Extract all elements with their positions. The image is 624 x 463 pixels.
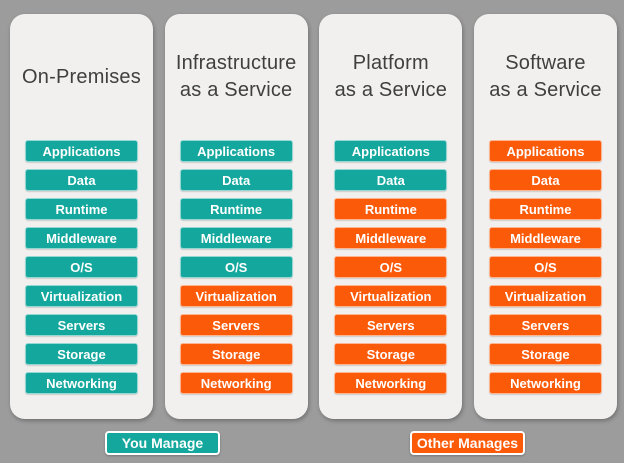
layer-chip-networking: Networking bbox=[334, 372, 448, 394]
layer-chip-servers: Servers bbox=[179, 314, 293, 336]
layer-chip-servers: Servers bbox=[334, 314, 448, 336]
layer-chip-data: Data bbox=[179, 169, 293, 191]
layer-chip-storage: Storage bbox=[179, 343, 293, 365]
column-title: Infrastructure as a Service bbox=[165, 14, 308, 140]
layer-chip-virtualization: Virtualization bbox=[334, 285, 448, 307]
layer-chip-networking: Networking bbox=[25, 372, 138, 394]
layer-chip-virtualization: Virtualization bbox=[179, 285, 293, 307]
column-title: Platform as a Service bbox=[319, 14, 462, 140]
layer-chip-applications: Applications bbox=[179, 140, 293, 162]
layer-chip-middleware: Middleware bbox=[25, 227, 138, 249]
layer-chip-servers: Servers bbox=[25, 314, 138, 336]
layer-chip-data: Data bbox=[488, 169, 602, 191]
layer-chip-runtime: Runtime bbox=[179, 198, 293, 220]
legend-you-manage: You Manage bbox=[105, 431, 220, 455]
layer-chip-storage: Storage bbox=[488, 343, 602, 365]
layer-chip-o-s: O/S bbox=[488, 256, 602, 278]
layer-chip-o-s: O/S bbox=[179, 256, 293, 278]
layer-chip-virtualization: Virtualization bbox=[488, 285, 602, 307]
layer-chip-middleware: Middleware bbox=[488, 227, 602, 249]
layer-chip-storage: Storage bbox=[25, 343, 138, 365]
layer-chip-runtime: Runtime bbox=[334, 198, 448, 220]
layer-chip-applications: Applications bbox=[334, 140, 448, 162]
layer-chip-servers: Servers bbox=[488, 314, 602, 336]
column-title-line: as a Service bbox=[179, 79, 293, 101]
column-title-line: On-Premises bbox=[22, 65, 141, 88]
layer-chip-runtime: Runtime bbox=[488, 198, 602, 220]
column-title-line: Software bbox=[505, 52, 586, 74]
layer-chip-middleware: Middleware bbox=[334, 227, 448, 249]
column-title: On-Premises bbox=[10, 14, 153, 140]
column-title-line: Platform bbox=[352, 52, 429, 74]
layer-chip-data: Data bbox=[334, 169, 448, 191]
layer-chip-virtualization: Virtualization bbox=[25, 285, 138, 307]
column-title-line: as a Service bbox=[489, 79, 602, 101]
column-title-line: as a Service bbox=[334, 79, 448, 101]
layer-chip-o-s: O/S bbox=[334, 256, 448, 278]
layer-chip-storage: Storage bbox=[334, 343, 448, 365]
column-title-line: Infrastructure bbox=[175, 52, 297, 74]
layer-chip-applications: Applications bbox=[488, 140, 602, 162]
layer-chip-networking: Networking bbox=[488, 372, 602, 394]
layer-chip-applications: Applications bbox=[25, 140, 138, 162]
legend-other-manages: Other Manages bbox=[410, 431, 525, 455]
column-title: Software as a Service bbox=[474, 14, 617, 140]
layer-chip-data: Data bbox=[25, 169, 138, 191]
layer-chip-middleware: Middleware bbox=[179, 227, 293, 249]
layer-chip-networking: Networking bbox=[179, 372, 293, 394]
layer-chip-runtime: Runtime bbox=[25, 198, 138, 220]
layer-chip-o-s: O/S bbox=[25, 256, 138, 278]
